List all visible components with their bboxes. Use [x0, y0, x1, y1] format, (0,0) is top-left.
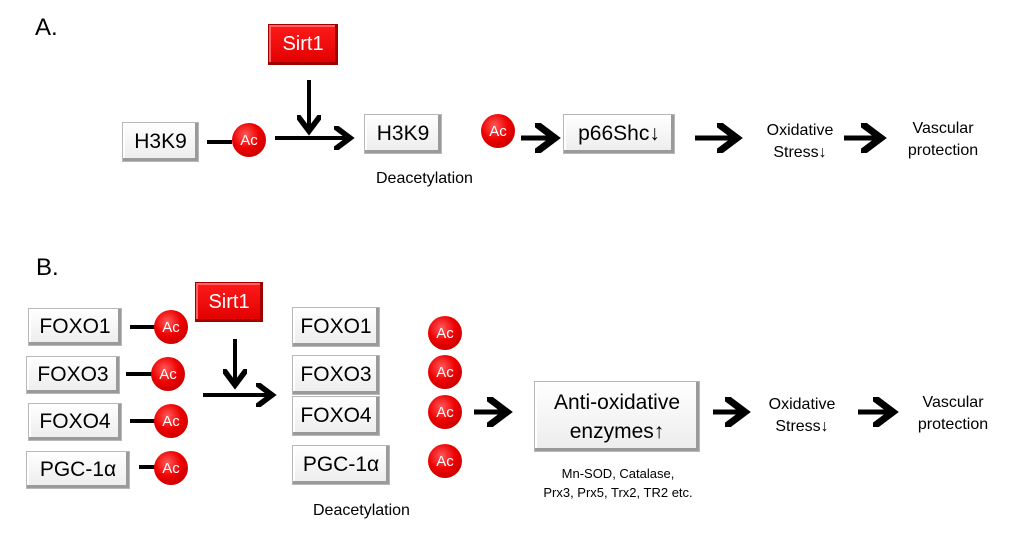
deacetylation-label-a: Deacetylation — [376, 170, 473, 187]
foxo1-product-box: FOXO1 — [292, 307, 380, 347]
vascular-protection-a: Vascular protection — [898, 118, 988, 162]
oxidative-stress-b-line2: Stress↓ — [775, 418, 829, 435]
vascular-protection-b-line1: Vascular — [922, 394, 984, 411]
h3k9-product-box: H3K9 — [364, 114, 442, 154]
anti-oxidative-enzymes-box: Anti-oxidative enzymes↑ — [534, 381, 700, 452]
acetyl-group-released-4: Ac — [428, 444, 462, 478]
enzymes-line1: Anti-oxidative — [553, 390, 681, 414]
acetyl-group-foxo1: Ac — [154, 310, 188, 344]
oxidative-stress-b-line1: Oxidative — [768, 396, 836, 413]
acetyl-group-released-2: Ac — [428, 355, 462, 389]
acetyl-group-foxo4: Ac — [154, 404, 188, 438]
foxo3-substrate-box: FOXO3 — [26, 356, 120, 394]
sirt1-box-a: Sirt1 — [268, 24, 338, 65]
foxo4-substrate-box: FOXO4 — [28, 403, 122, 441]
vascular-protection-a-line1: Vascular — [912, 120, 974, 137]
acetyl-group-released-1: Ac — [428, 316, 462, 350]
p66shc-box: p66Shc↓ — [563, 114, 675, 154]
vascular-protection-b-line2: protection — [917, 416, 989, 433]
enzyme-examples-line2: Prx3, Prx5, Trx2, TR2 etc. — [543, 485, 693, 500]
foxo4-product-box: FOXO4 — [292, 396, 380, 436]
sirt1-box-b: Sirt1 — [195, 282, 263, 322]
oxidative-stress-a-line1: Oxidative — [766, 122, 834, 139]
acetyl-group-foxo3: Ac — [151, 357, 185, 391]
enzyme-examples: Mn-SOD, Catalase, Prx3, Prx5, Trx2, TR2 … — [528, 464, 708, 502]
vascular-protection-a-line2: protection — [907, 142, 979, 159]
panel-a-label: A. — [35, 14, 58, 41]
enzyme-examples-line1: Mn-SOD, Catalase, — [561, 466, 675, 481]
oxidative-stress-a-line2: Stress↓ — [773, 144, 827, 161]
oxidative-stress-b: Oxidative Stress↓ — [762, 394, 842, 438]
enzymes-line2: enzymes↑ — [569, 419, 665, 443]
vascular-protection-b: Vascular protection — [908, 392, 998, 436]
oxidative-stress-a: Oxidative Stress↓ — [760, 120, 840, 164]
foxo3-product-box: FOXO3 — [292, 355, 380, 395]
acetyl-group-pgc1a: Ac — [154, 451, 188, 485]
acetyl-group-a-substrate: Ac — [232, 123, 266, 157]
acetyl-group-a-released: Ac — [481, 114, 515, 148]
h3k9-substrate-box: H3K9 — [122, 122, 199, 162]
pgc1a-substrate-box: PGC-1α — [26, 451, 130, 489]
deacetylation-label-b: Deacetylation — [313, 502, 410, 519]
acetyl-group-released-3: Ac — [428, 395, 462, 429]
pgc1a-product-box: PGC-1α — [292, 445, 390, 485]
panel-b-label: B. — [36, 254, 59, 281]
foxo1-substrate-box: FOXO1 — [28, 308, 122, 346]
